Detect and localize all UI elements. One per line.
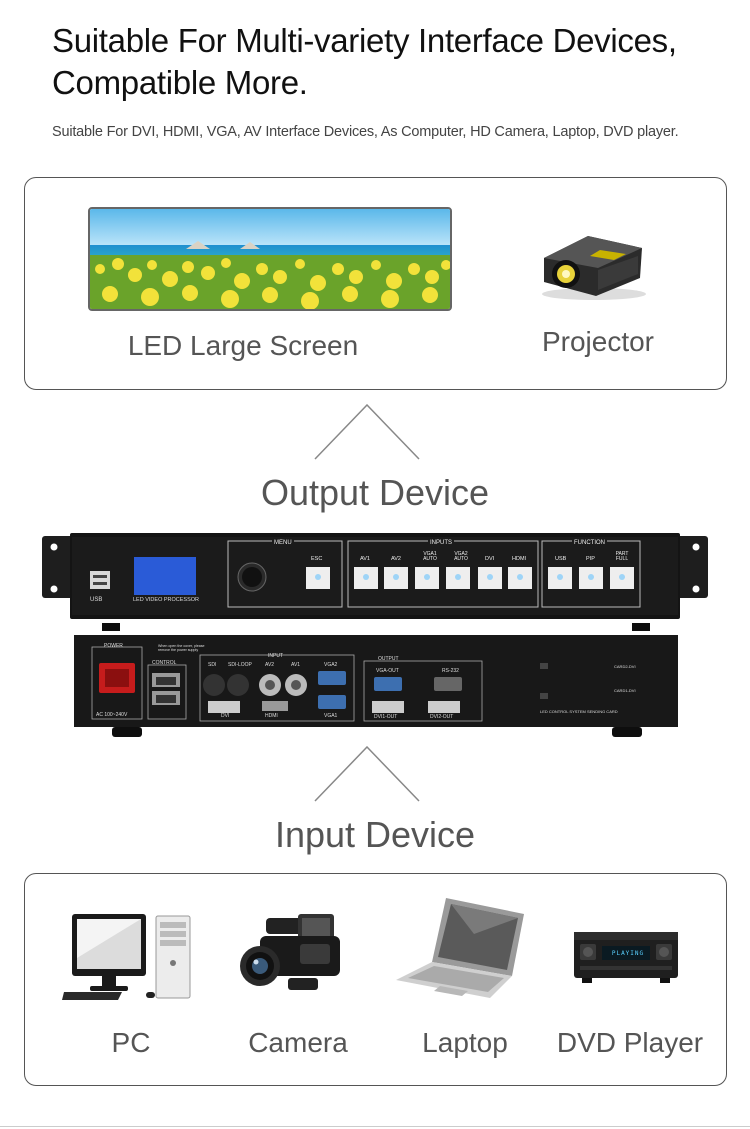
port-label: DVI1-OUT: [374, 714, 398, 720]
sending-card-label: LED CONTROL SYSTEM SENDING CARD: [540, 709, 618, 714]
led-screen-label: LED Large Screen: [127, 330, 359, 361]
up-arrow-icon: [314, 404, 420, 460]
projector-icon: [530, 222, 654, 302]
esc-button-label: ESC: [311, 556, 323, 562]
pc-label: PC: [111, 1027, 151, 1058]
title-line-1: Suitable For Multi-variety Interface Dev…: [52, 22, 677, 59]
usb-port-label: USB: [90, 597, 103, 603]
input-button-label: HDMI: [512, 556, 527, 562]
input-button-label: VGA2 AUTO: [454, 551, 468, 562]
title-line-2: Compatible More.: [52, 64, 308, 101]
input-device-heading: Input Device: [274, 814, 476, 855]
function-group-label: FUNCTION: [572, 540, 607, 546]
processor-back-panel: [72, 633, 682, 738]
input-button-label: VGA1 AUTO: [423, 551, 437, 562]
port-label: VGA2: [324, 662, 338, 668]
port-label: AV1: [291, 662, 301, 668]
card-port-label: CARD1-DVI: [614, 688, 636, 693]
page-subtitle: Suitable For DVI, HDMI, VGA, AV Interfac…: [52, 124, 679, 140]
port-label: AV2: [265, 662, 275, 668]
port-label: RS-232: [442, 668, 459, 674]
input-devices-panel: [24, 873, 727, 1086]
dvd-display-text: PLAYING: [611, 950, 645, 957]
menu-group-label: MENU: [272, 540, 294, 546]
power-label: POWER: [104, 643, 123, 649]
function-button-label: USB: [555, 556, 567, 562]
port-label: SDI-LOOP: [228, 662, 252, 668]
port-label: VGA-OUT: [376, 668, 399, 674]
model-label: LED VIDEO PROCESSOR: [133, 597, 200, 603]
camera-label: Camera: [248, 1027, 348, 1058]
projector-label: Projector: [541, 326, 655, 357]
power-spec-label: AC 100~240V: [96, 712, 128, 718]
output-device-heading: Output Device: [260, 472, 490, 513]
pc-icon: [62, 908, 194, 1004]
output-group-label: OUTPUT: [378, 656, 399, 662]
warning-label: When open the cover, please remove the p…: [158, 644, 205, 652]
function-button-label: PART FULL: [615, 551, 629, 562]
port-label: VGA1: [324, 713, 338, 719]
dvd-player-icon: [572, 928, 680, 984]
control-label: CONTROL: [152, 660, 177, 666]
input-group-label: INPUT: [268, 653, 283, 659]
inputs-group-label: INPUTS: [428, 540, 455, 546]
bottom-divider: [0, 1126, 750, 1127]
led-screen-icon: [88, 207, 452, 311]
port-label: SDI: [208, 662, 217, 668]
page-title: Suitable For Multi-variety Interface Dev…: [52, 20, 732, 104]
laptop-label: Laptop: [422, 1027, 508, 1058]
port-label: HDMI: [265, 713, 278, 719]
card-port-label: CARD2-DVI: [614, 664, 636, 669]
function-button-label: PIP: [586, 556, 595, 562]
input-button-label: AV2: [391, 556, 401, 562]
up-arrow-icon: [314, 746, 420, 802]
camera-icon: [238, 914, 350, 1000]
processor-front-panel: [42, 533, 708, 631]
port-label: DVI: [221, 713, 230, 719]
laptop-icon: [394, 894, 528, 1000]
port-label: DVI2-OUT: [430, 714, 454, 720]
dvd-player-label: DVD Player: [556, 1027, 704, 1058]
input-button-label: DVI: [485, 556, 495, 562]
input-button-label: AV1: [360, 556, 370, 562]
